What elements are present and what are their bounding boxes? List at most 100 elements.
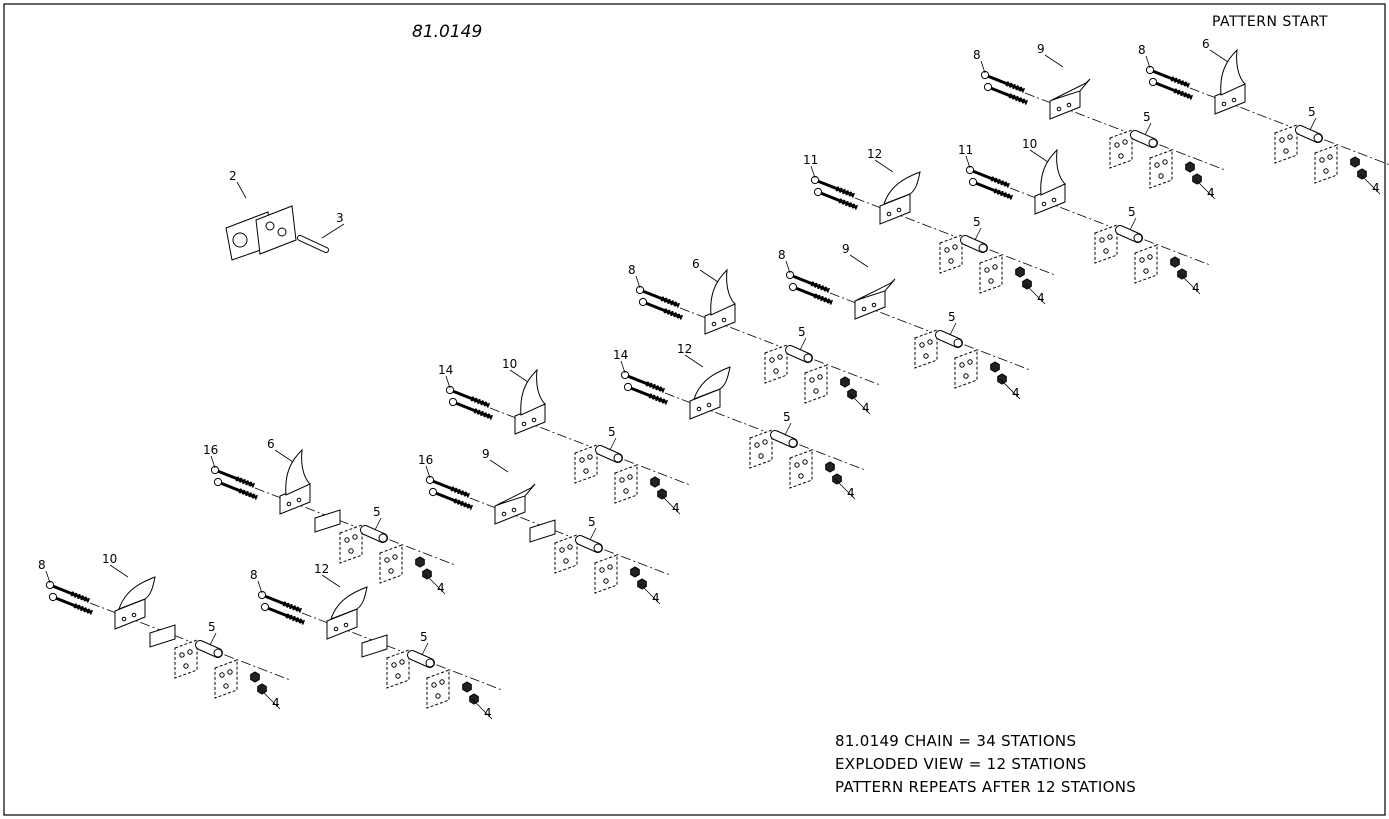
bolt-head [623,382,633,392]
roller-spacer [213,648,223,658]
side-link-plate [979,254,1003,294]
leader-line [589,527,597,541]
link-hole [348,548,354,554]
callout-label: 5 [783,410,791,424]
leader-line [424,573,446,595]
leader-line [999,378,1021,400]
callout-label: 8 [250,568,258,582]
leader-line [321,574,341,588]
attachment-bracket [118,576,156,610]
bolt-thread [1170,76,1190,88]
link-hole [344,537,350,543]
connecting-pin [298,236,328,252]
link-hole [1319,157,1325,163]
leader-line [425,465,431,479]
bolt-thread [1008,93,1028,105]
link-hole [391,662,397,668]
side-link-plate [386,649,410,689]
side-link-plate [804,364,828,404]
bolt-head [445,385,455,395]
callout-label: 16 [418,453,433,467]
leader-line [659,493,681,515]
leader-line [1194,178,1216,200]
link-hole [923,353,929,359]
leader-line [45,570,51,584]
attachment-wing [1040,148,1066,196]
leader-line [784,422,792,436]
bolt-thread [663,308,683,320]
leader-line [1209,49,1229,63]
nut [469,693,479,705]
link-hole [1283,148,1289,154]
bolt-thread [450,486,470,498]
link-hole [944,247,950,253]
link-hole [603,578,609,584]
side-link-plate [1094,224,1118,264]
link-hole [232,232,248,248]
nut [1177,268,1187,280]
roller-spacer [1148,138,1158,148]
link-hole [802,459,808,465]
bolt-thread [813,293,833,305]
attachment-hole [871,302,877,308]
callout-label: 11 [803,153,818,167]
callout-label: 10 [1022,137,1037,151]
attachment-hole [886,211,892,217]
bolt-thread [660,296,680,308]
leader-line [699,269,719,283]
link-hole [563,558,569,564]
leader-line [210,455,216,469]
attachment-wing [520,368,546,416]
callout-label: 5 [948,310,956,324]
part-number-title: 81.0149 [412,22,483,42]
bolt-head [48,592,58,602]
callout-label: 14 [438,363,453,377]
link-hole [813,388,819,394]
callout-label: 12 [867,147,882,161]
leader-line [810,165,816,179]
attachment-hole [861,306,867,312]
side-link-plate [1134,244,1158,284]
link-hole [277,227,287,237]
leader-line [635,275,641,289]
leader-line [609,437,617,451]
callout-label: 5 [1143,110,1151,124]
link-hole [607,564,613,570]
nut [1357,168,1367,180]
bolt-thread [453,498,473,510]
spacer-block [361,634,388,658]
bolt-thread [70,591,90,603]
leader-line [1024,283,1046,305]
link-hole [948,258,954,264]
leader-line [1144,122,1152,136]
bolt-head [810,175,820,185]
callout-label: 5 [588,515,596,529]
attachment-wing [710,268,736,316]
link-hole [1154,162,1160,168]
side-link-plate [339,524,363,564]
leader-line [1029,149,1049,163]
link-hole [1323,168,1329,174]
link-hole [579,457,585,463]
attachment-bracket [330,586,368,620]
leader-line [849,393,871,415]
leader-line [374,517,382,531]
link-hole [1114,142,1120,148]
nut [1015,266,1025,278]
bolt-thread [838,198,858,210]
link-hole [769,357,775,363]
attachment-hole [896,207,902,213]
roller-spacer [1133,233,1143,243]
link-hole [963,373,969,379]
nut [990,361,1000,373]
link-hole [599,567,605,573]
link-hole [223,683,229,689]
link-hole [952,244,958,250]
leader-line [209,632,217,646]
callout-label: 4 [484,706,492,720]
attachment-hole [721,317,727,323]
